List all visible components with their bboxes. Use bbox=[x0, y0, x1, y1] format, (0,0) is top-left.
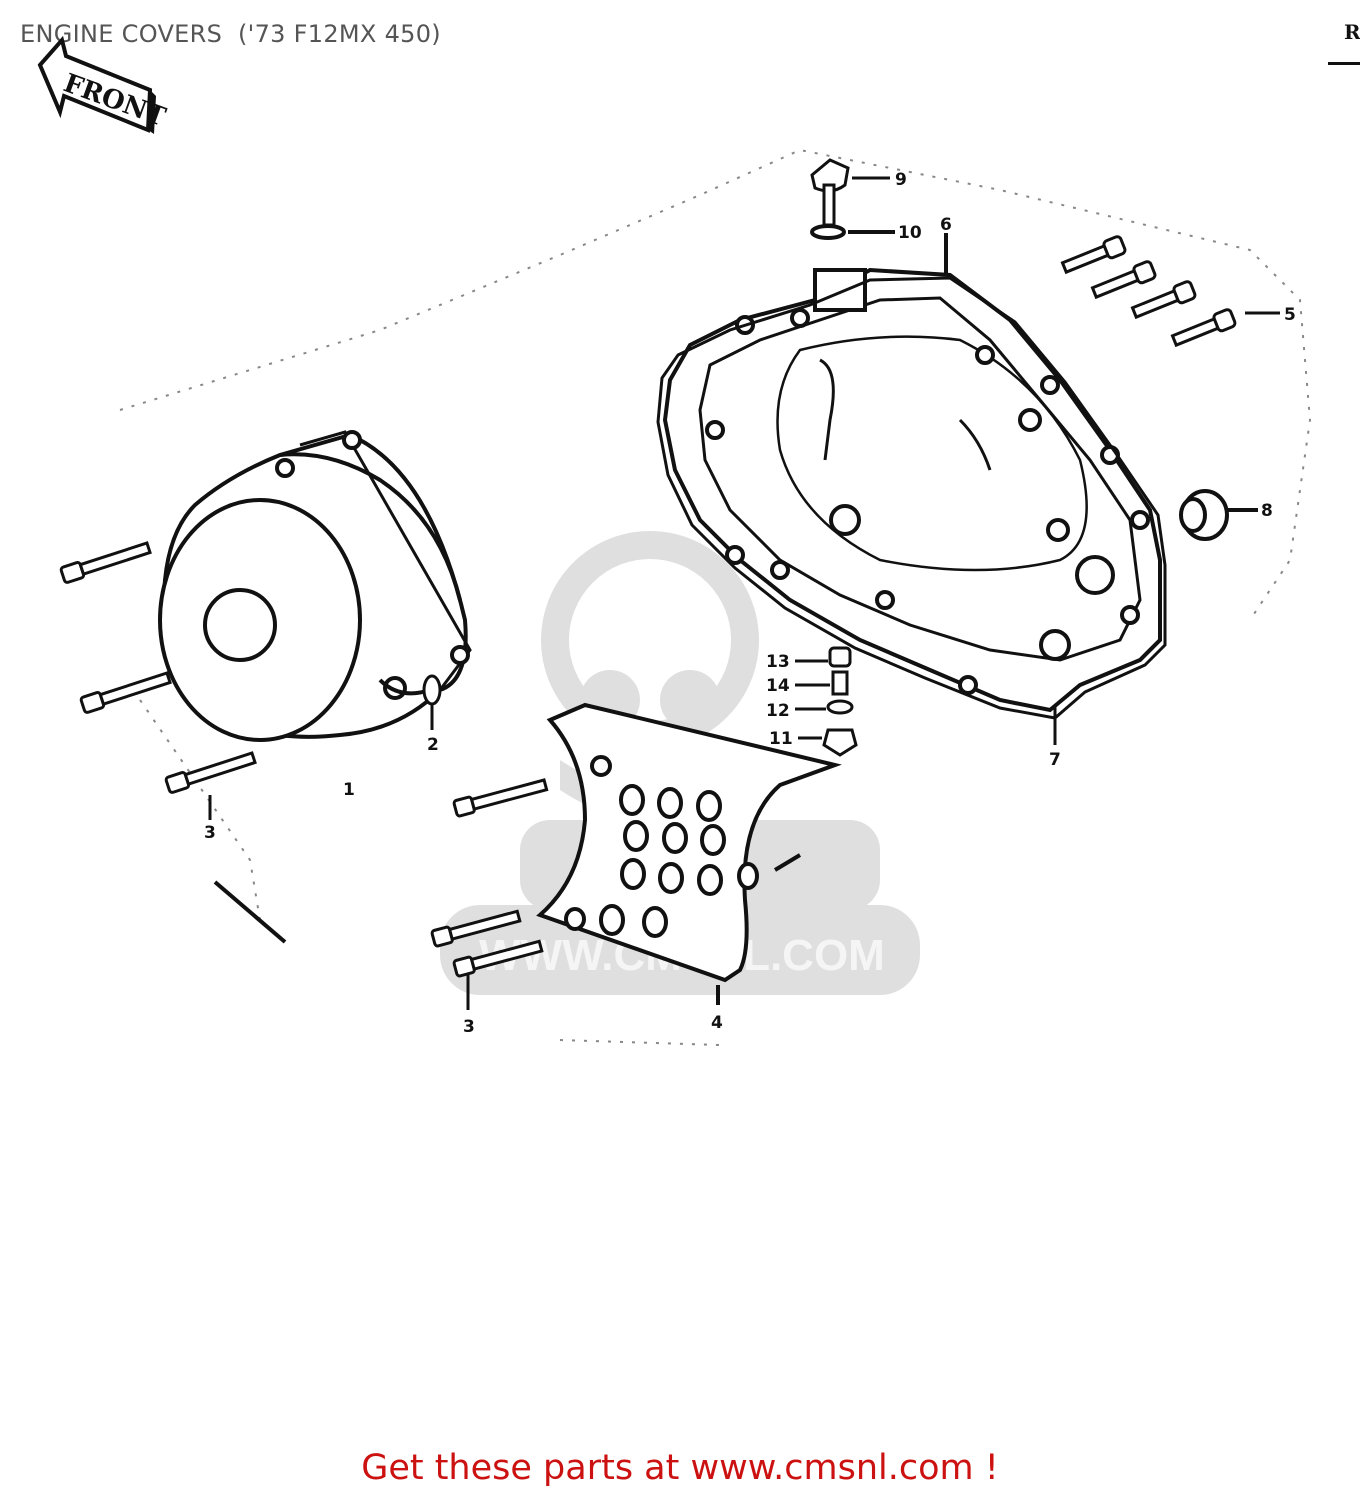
callout-7: 7 bbox=[1049, 750, 1061, 770]
callout-13: 13 bbox=[766, 652, 790, 672]
corner-letter: R bbox=[1344, 20, 1360, 44]
front-arrow-icon: FRONT bbox=[37, 35, 170, 134]
part-5-bolts bbox=[1060, 235, 1280, 348]
part-7-gasket bbox=[656, 276, 1167, 745]
footer-cta-link[interactable]: Get these parts at www.cmsnl.com ! bbox=[361, 1448, 999, 1488]
callout-3b: 3 bbox=[463, 1017, 475, 1037]
callout-1: 1 bbox=[343, 780, 355, 800]
callout-2: 2 bbox=[427, 735, 439, 755]
part-1-cover bbox=[158, 430, 472, 742]
callout-3a: 3 bbox=[204, 823, 216, 843]
callout-5: 5 bbox=[1284, 305, 1296, 325]
parts-diagram: WWW.CMSNL.COM FRONT bbox=[37, 35, 1312, 1046]
callout-8: 8 bbox=[1261, 501, 1273, 521]
callout-12: 12 bbox=[766, 701, 790, 721]
part-4-guard bbox=[536, 702, 842, 1005]
page-title: ENGINE COVERS ('73 F12MX 450) bbox=[20, 20, 441, 48]
stray-mark bbox=[213, 880, 287, 944]
callout-6: 6 bbox=[940, 215, 952, 235]
callouts: 1 2 3 3 4 5 6 7 8 9 10 11 12 13 14 bbox=[204, 170, 1296, 1037]
callout-14: 14 bbox=[766, 676, 790, 696]
callout-4: 4 bbox=[711, 1013, 723, 1033]
callout-11: 11 bbox=[769, 729, 793, 749]
corner-rule bbox=[1328, 62, 1360, 65]
part-10-oring bbox=[810, 224, 895, 240]
part-11-14-stack bbox=[795, 646, 858, 757]
part-6-clutch-cover bbox=[662, 233, 1162, 713]
part-9-plug bbox=[810, 158, 890, 227]
bolts-left bbox=[59, 541, 257, 820]
bolts-guard bbox=[430, 778, 549, 1010]
callout-9: 9 bbox=[895, 170, 907, 190]
crankcase-outline bbox=[119, 148, 1312, 1046]
part-2-grommet bbox=[422, 674, 442, 730]
callout-10: 10 bbox=[898, 223, 922, 243]
part-8-seal bbox=[1179, 489, 1258, 541]
